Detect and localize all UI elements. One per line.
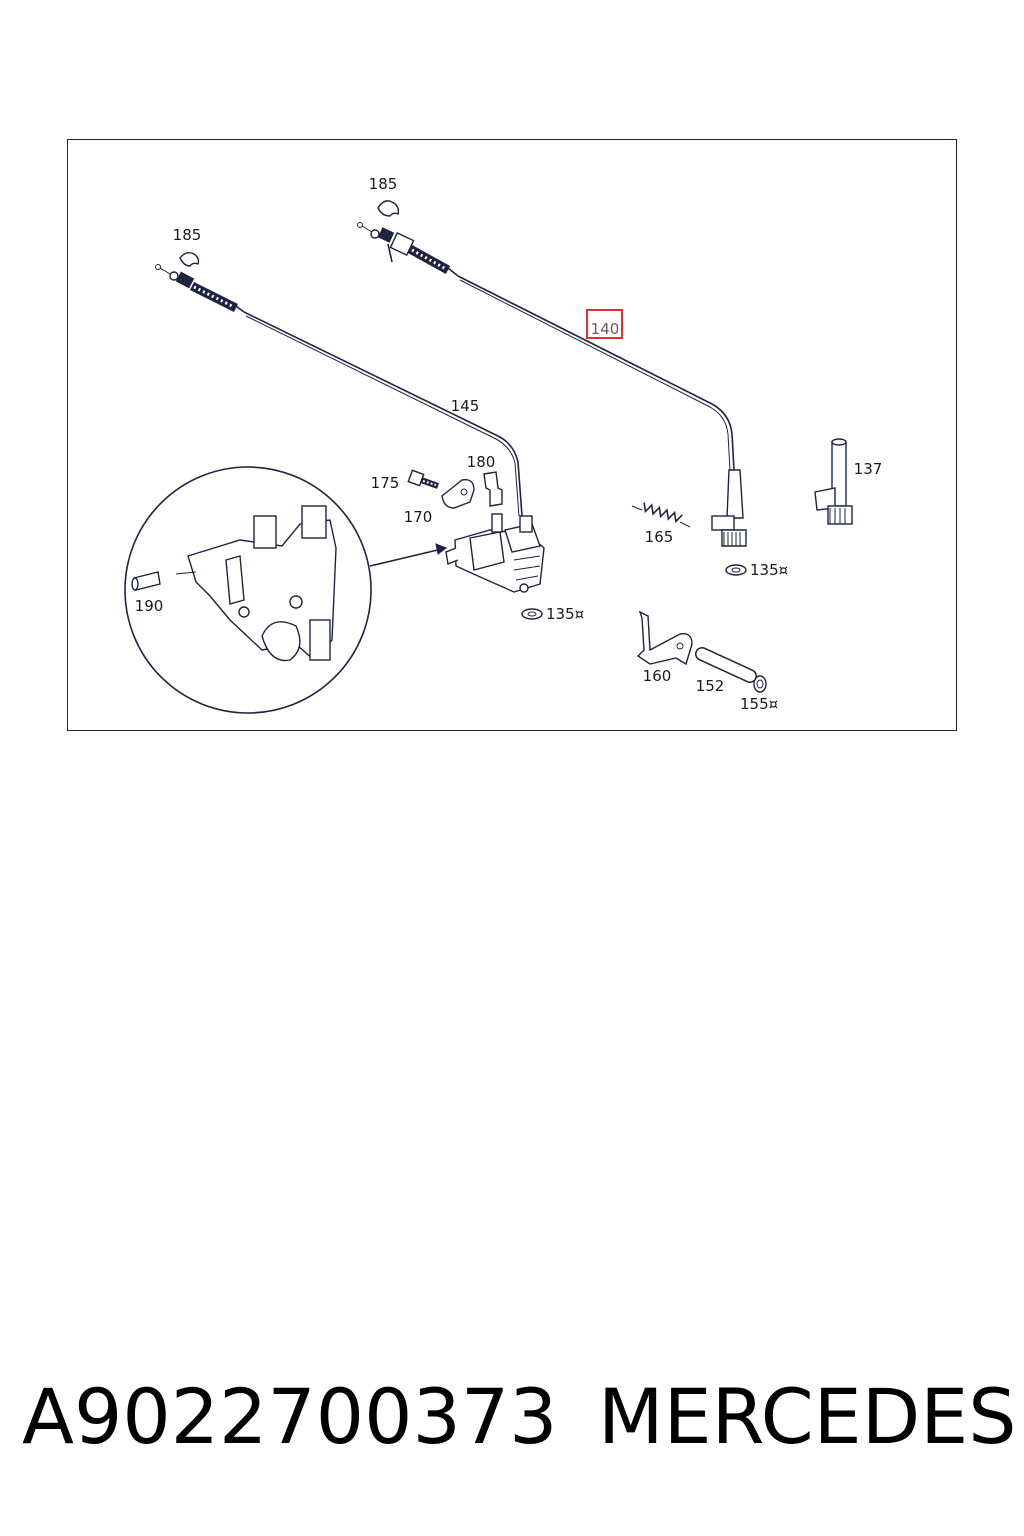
bracket-180 (483, 471, 503, 507)
spring-165 (631, 502, 691, 528)
part-137 (814, 438, 853, 525)
lever-170 (441, 479, 475, 509)
diagram-frame (67, 139, 957, 731)
label-135-right: 135¤ (750, 561, 788, 579)
label-140[interactable]: 140 (591, 320, 620, 338)
highlight-box-140 (586, 309, 623, 339)
part-number: A9022700373 (22, 1372, 558, 1461)
lever-160 (636, 610, 693, 666)
label-190: 190 (135, 597, 164, 615)
label-185-left: 185 (173, 226, 202, 244)
label-155: 155¤ (740, 695, 778, 713)
pin-152 (695, 647, 757, 683)
detail-circle (124, 466, 448, 714)
oring-155 (753, 675, 767, 693)
clip-185-left (179, 251, 200, 267)
washer-135-right (725, 564, 747, 576)
label-135-left: 135¤ (546, 605, 584, 623)
label-185-right: 185 (369, 175, 398, 193)
label-137: 137 (854, 460, 883, 478)
cable-145 (155, 264, 523, 517)
actuator-housing (445, 513, 545, 593)
washer-135-left (521, 608, 543, 620)
footer: A9022700373 MERCEDES (0, 1372, 1024, 1472)
brand-name: MERCEDES (598, 1372, 1017, 1461)
bolt-175 (407, 469, 439, 489)
cable-140 (357, 222, 747, 547)
label-160: 160 (643, 667, 672, 685)
label-152: 152 (696, 677, 725, 695)
label-145: 145 (451, 397, 480, 415)
label-170: 170 (404, 508, 433, 526)
clip-185-right (377, 200, 400, 217)
label-165: 165 (645, 528, 674, 546)
label-180: 180 (467, 453, 496, 471)
label-175: 175 (371, 474, 400, 492)
